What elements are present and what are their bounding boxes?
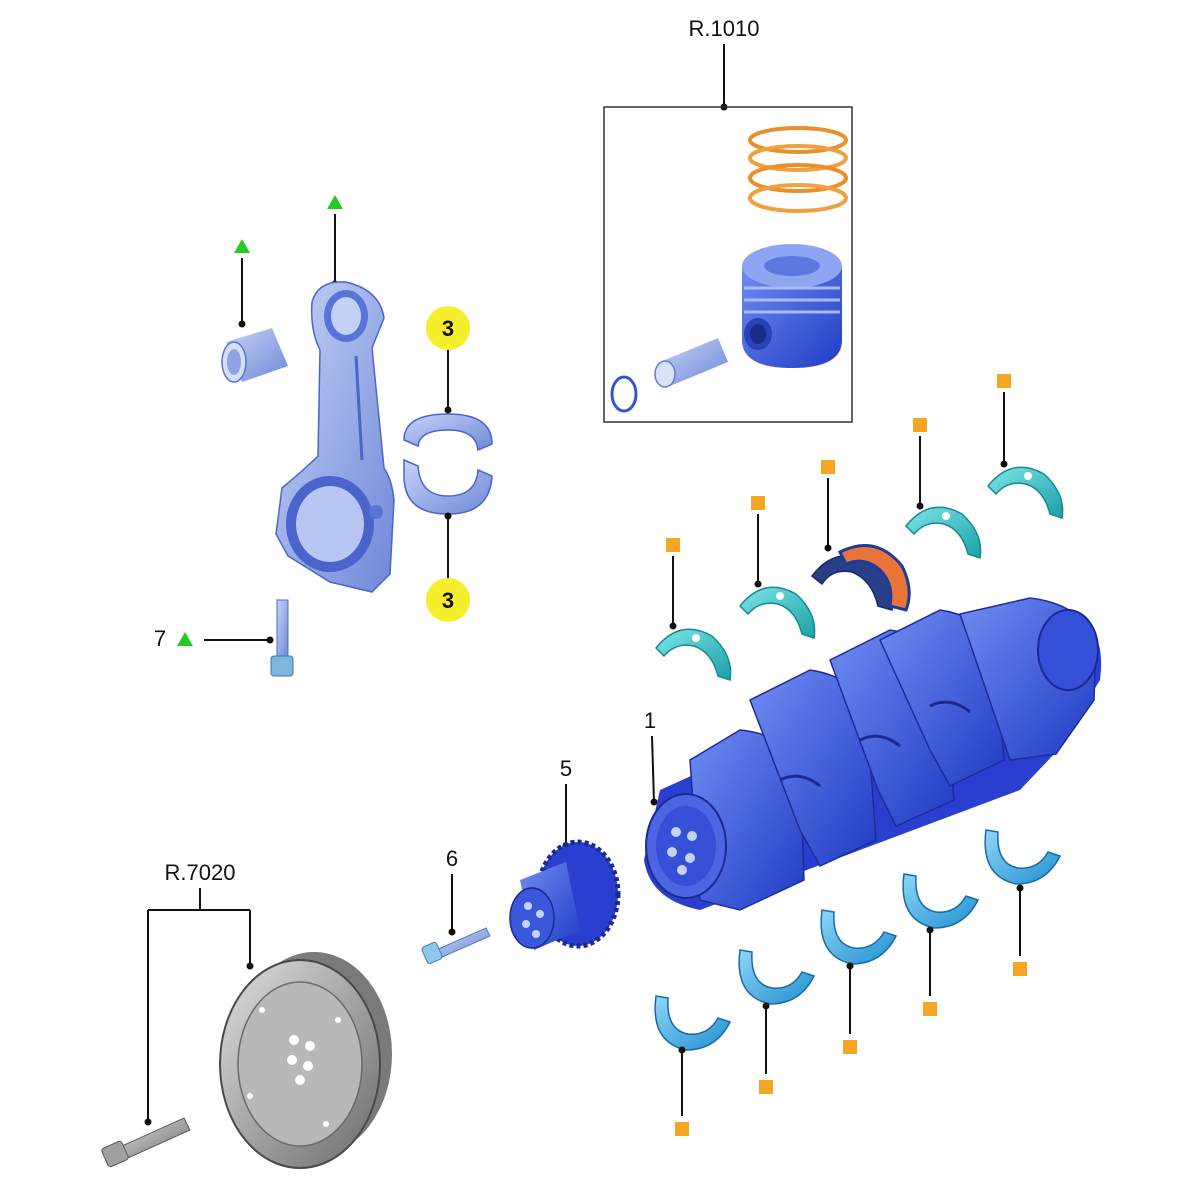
piston-rings[interactable] [748, 126, 848, 213]
flywheel-group-callout: R.7020 [144, 860, 254, 1126]
crankshaft-label: 1 [644, 708, 656, 733]
square-marker-icon [843, 1040, 857, 1054]
badge-upper-label: 3 [442, 316, 454, 341]
lower-bearing-callouts [675, 884, 1027, 1136]
square-marker-icon [913, 418, 927, 432]
main-bearing-upper-4[interactable] [904, 506, 982, 559]
piston-group-box [603, 106, 853, 423]
connecting-rod-callout [327, 195, 343, 288]
main-bearing-lower-3[interactable] [820, 909, 898, 965]
flywheel-bolt[interactable] [101, 1117, 191, 1168]
rod-bolt[interactable] [270, 599, 294, 677]
crankshaft[interactable] [644, 597, 1102, 911]
piston-pin-circlip[interactable] [610, 375, 638, 413]
connecting-rod[interactable] [275, 281, 395, 593]
triangle-marker-icon [234, 239, 250, 253]
main-bearing-upper-2[interactable] [738, 586, 816, 639]
small-end-bushing[interactable] [221, 328, 288, 383]
rod-bearing-badge-lower: 3 [426, 512, 470, 622]
sprocket-label: 5 [560, 756, 572, 781]
small-end-bushing-callout [234, 239, 250, 328]
square-marker-icon [923, 1002, 937, 1016]
square-marker-icon [997, 374, 1011, 388]
square-marker-icon [675, 1122, 689, 1136]
main-bearing-lower-2[interactable] [738, 949, 816, 1005]
sprocket-bolt-label: 6 [446, 846, 458, 871]
rod-bearing-shells[interactable] [403, 413, 493, 515]
crankshaft-callout: 1 [644, 708, 658, 806]
rod-bolt-callout: 7 [154, 626, 274, 651]
square-marker-icon [1013, 962, 1027, 976]
sprocket-bolt[interactable] [421, 927, 491, 965]
main-bearing-upper-5[interactable] [986, 466, 1064, 519]
piston-pin[interactable] [654, 338, 728, 388]
piston-group-label: R.1010 [689, 16, 760, 41]
flywheel-group-label: R.7020 [165, 860, 236, 885]
main-bearing-lower-4[interactable] [902, 873, 980, 929]
piston-group-callout: R.1010 [603, 16, 853, 423]
main-bearing-lower-1[interactable] [654, 995, 732, 1051]
badge-lower-label: 3 [442, 588, 454, 613]
sprocket-bolt-callout: 6 [446, 846, 458, 936]
main-bearing-upper-1[interactable] [654, 628, 732, 681]
upper-bearing-callouts [666, 374, 1011, 630]
piston[interactable] [742, 244, 842, 368]
square-marker-icon [821, 460, 835, 474]
square-marker-icon [759, 1080, 773, 1094]
thrust-bearing-upper[interactable] [810, 544, 911, 612]
sprocket-callout: 5 [560, 756, 572, 850]
flywheel[interactable] [219, 952, 392, 1169]
square-marker-icon [751, 496, 765, 510]
triangle-marker-icon [327, 195, 343, 209]
square-marker-icon [666, 538, 680, 552]
triangle-marker-icon [177, 632, 193, 646]
rod-bolt-label: 7 [154, 626, 166, 651]
crankshaft-sprocket[interactable] [509, 839, 621, 950]
rod-bearing-badge-upper: 3 [426, 306, 470, 414]
main-bearing-lower-5[interactable] [984, 829, 1062, 885]
